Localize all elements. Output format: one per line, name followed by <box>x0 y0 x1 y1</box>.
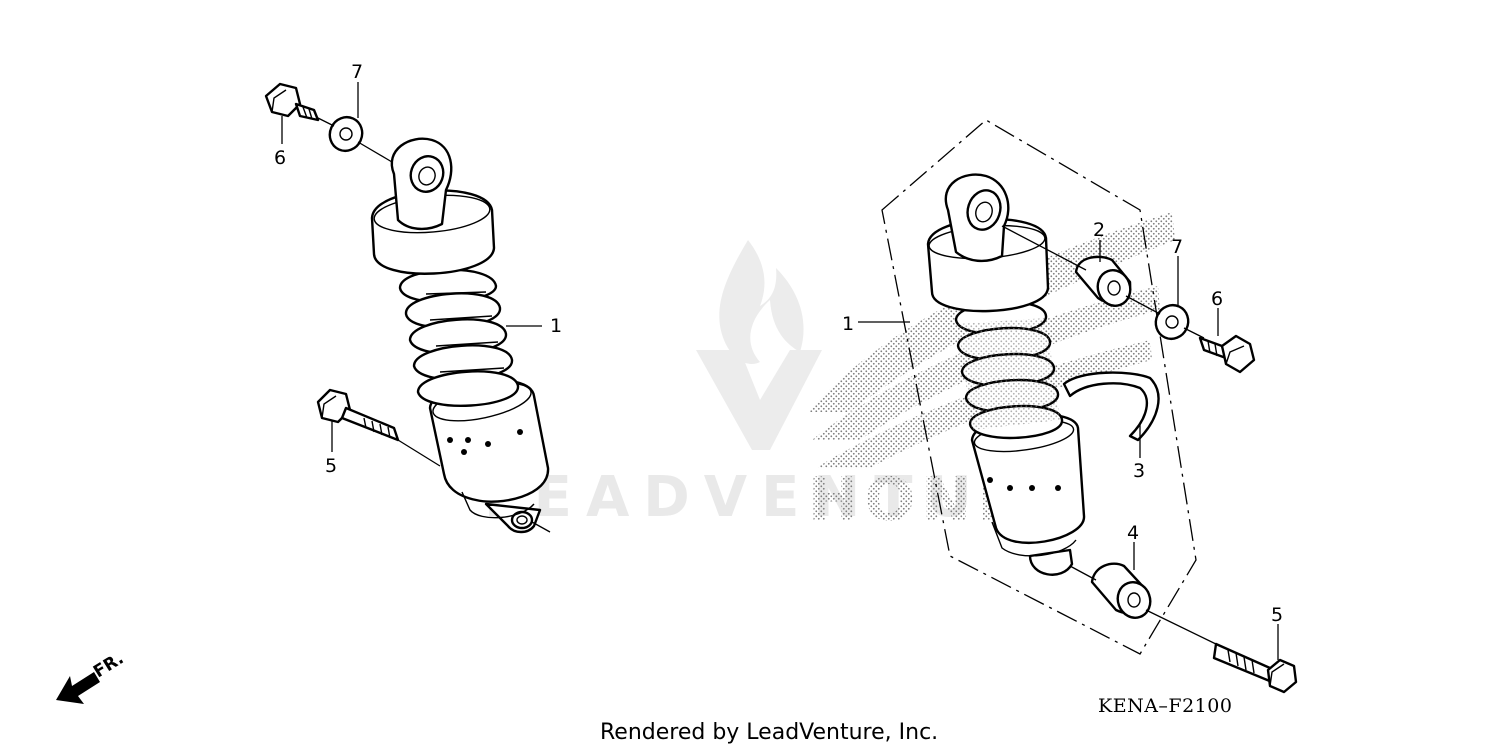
front-direction-indicator: FR. <box>56 649 127 704</box>
callout-right-4: 4 <box>1127 522 1139 544</box>
footer-credit: Rendered by LeadVenture, Inc. <box>600 720 938 745</box>
right-bolt-5 <box>1212 642 1298 694</box>
right-shock-assembly <box>858 119 1298 694</box>
callout-right-7: 7 <box>1171 236 1183 258</box>
right-shock-spring <box>954 300 1064 440</box>
left-bolt-5 <box>316 388 400 442</box>
callout-right-1: 1 <box>842 313 854 335</box>
callout-left-5: 5 <box>325 455 337 477</box>
callout-left-1: 1 <box>550 315 562 337</box>
right-clip-band-3 <box>1062 371 1160 442</box>
right-bolt-6 <box>1198 334 1256 374</box>
right-bushing-2 <box>1074 255 1132 307</box>
diagram-code: KENA–F2100 <box>1098 695 1232 717</box>
left-shock-assembly <box>264 82 551 534</box>
right-bushing-4 <box>1090 562 1152 619</box>
callout-right-5: 5 <box>1271 604 1283 626</box>
callout-right-3: 3 <box>1133 460 1145 482</box>
left-washer-7 <box>328 115 364 153</box>
callout-labels-left: 7 6 1 5 <box>274 61 562 477</box>
right-shock-top-mount <box>944 173 1010 263</box>
callout-right-6: 6 <box>1211 288 1223 310</box>
left-shock-top-mount <box>390 137 453 231</box>
callout-right-2: 2 <box>1093 219 1105 241</box>
callout-labels-right: 1 2 7 6 3 4 5 <box>842 219 1283 626</box>
callout-left-7: 7 <box>351 61 363 83</box>
callout-left-6: 6 <box>274 147 286 169</box>
front-arrow-icon <box>56 672 100 704</box>
watermark-logo <box>696 240 822 450</box>
left-bolt-6 <box>264 82 320 122</box>
right-assembly-boundary <box>881 119 1197 655</box>
right-shock-bottom-mount <box>1028 548 1074 576</box>
left-shock-spring <box>398 268 520 407</box>
